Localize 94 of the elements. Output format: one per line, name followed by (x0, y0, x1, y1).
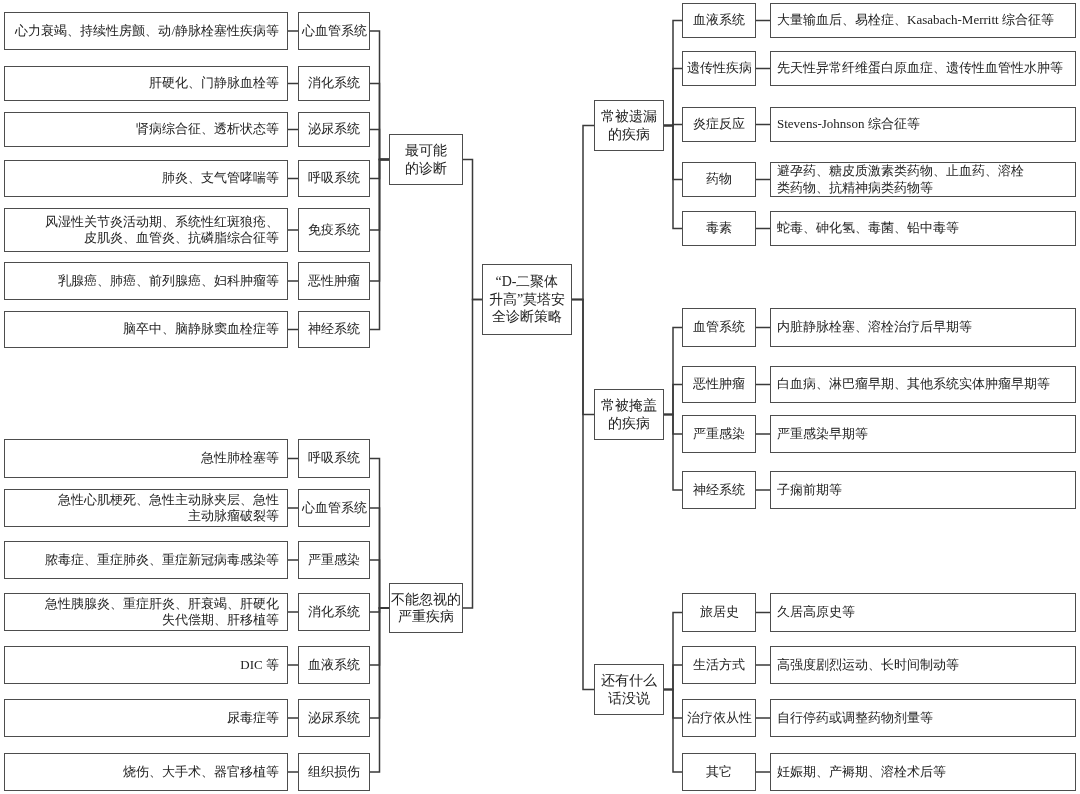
category-box: 恶性肿瘤 (682, 366, 756, 403)
detail-box: 严重感染早期等 (770, 415, 1076, 453)
detail-box: 乳腺癌、肺癌、前列腺癌、妇科肿瘤等 (4, 262, 288, 300)
connector-line (287, 128, 299, 131)
category-box: 泌尿系统 (298, 112, 370, 147)
connector-line (287, 82, 299, 85)
category-box: 血液系统 (298, 646, 370, 684)
connector-line (755, 178, 771, 181)
detail-box: 蛇毒、砷化氢、毒菌、铅中毒等 (770, 211, 1076, 246)
connector-line (287, 507, 299, 509)
detail-box: 脑卒中、脑静脉窦血栓症等 (4, 311, 288, 348)
detail-box: 内脏静脉栓塞、溶栓治疗后早期等 (770, 308, 1076, 347)
connector-line (369, 158, 390, 331)
connector-line (755, 664, 771, 666)
category-box: 泌尿系统 (298, 699, 370, 737)
connector-line (287, 664, 299, 666)
connector-line (287, 717, 299, 719)
detail-box: 大量输血后、易栓症、Kasabach-Merritt 综合征等 (770, 3, 1076, 38)
connector-line (571, 298, 595, 691)
connector-line (287, 457, 299, 460)
connector-line (287, 280, 299, 282)
category-box: 消化系统 (298, 66, 370, 101)
detail-box: 避孕药、糖皮质激素类药物、止血药、溶栓类药物、抗精神病类药物等 (770, 162, 1076, 197)
connector-line (287, 611, 299, 613)
detail-box: 白血病、淋巴瘤早期、其他系统实体肿瘤早期等 (770, 366, 1076, 403)
detail-box: 心力衰竭、持续性房颤、动/静脉栓塞性疾病等 (4, 12, 288, 50)
connector-line (287, 177, 299, 180)
category-box: 治疗依从性 (682, 699, 756, 737)
category-box: 严重感染 (682, 415, 756, 453)
connector-line (755, 383, 771, 386)
connector-line (755, 326, 771, 329)
category-box: 免疫系统 (298, 208, 370, 252)
connector-line (663, 124, 683, 230)
detail-box: 子痫前期等 (770, 471, 1076, 509)
category-box: 炎症反应 (682, 107, 756, 142)
detail-box: 烧伤、大手术、器官移植等 (4, 753, 288, 791)
connector-line (755, 771, 771, 773)
category-box: 神经系统 (682, 471, 756, 509)
connector-line (369, 607, 390, 773)
connector-line (755, 67, 771, 70)
connector-line (663, 413, 683, 491)
connector-line (755, 123, 771, 126)
detail-box: Stevens-Johnson 综合征等 (770, 107, 1076, 142)
detail-box: 急性心肌梗死、急性主动脉夹层、急性主动脉瘤破裂等 (4, 489, 288, 527)
connector-line (287, 229, 299, 231)
detail-box: 久居高原史等 (770, 593, 1076, 632)
category-box: 恶性肿瘤 (298, 262, 370, 300)
category-box: 血液系统 (682, 3, 756, 38)
connector-line (287, 328, 299, 331)
connector-line (462, 298, 483, 609)
category-box: 旅居史 (682, 593, 756, 632)
branch-box: 还有什么话没说 (594, 664, 664, 715)
category-box: 药物 (682, 162, 756, 197)
connector-line (287, 30, 299, 32)
connector-line (755, 611, 771, 614)
detail-box: 脓毒症、重症肺炎、重症新冠病毒感染等 (4, 541, 288, 579)
category-box: 毒素 (682, 211, 756, 246)
connector-line (755, 489, 771, 491)
category-box: 遗传性疾病 (682, 51, 756, 86)
category-box: 其它 (682, 753, 756, 791)
category-box: 心血管系统 (298, 489, 370, 527)
connector-line (755, 717, 771, 719)
detail-box: 肾病综合征、透析状态等 (4, 112, 288, 147)
category-box: 呼吸系统 (298, 439, 370, 478)
connector-line (663, 688, 683, 773)
branch-box: 不能忽视的严重疾病 (389, 583, 463, 633)
detail-box: 急性胰腺炎、重症肝炎、肝衰竭、肝硬化失代偿期、肝移植等 (4, 593, 288, 631)
detail-box: 先天性异常纤维蛋白原血症、遗传性血管性水肿等 (770, 51, 1076, 86)
connector-line (755, 227, 771, 230)
connector-line (755, 19, 771, 22)
category-box: 严重感染 (298, 541, 370, 579)
category-box: 心血管系统 (298, 12, 370, 50)
detail-box: 自行停药或调整药物剂量等 (770, 699, 1076, 737)
category-box: 生活方式 (682, 646, 756, 684)
detail-box: DIC 等 (4, 646, 288, 684)
connector-line (287, 559, 299, 561)
category-box: 神经系统 (298, 311, 370, 348)
central-topic-box: “D-二聚体升高”莫塔安全诊断策略 (482, 264, 572, 335)
branch-box: 常被遗漏的疾病 (594, 100, 664, 151)
detail-box: 高强度剧烈运动、长时间制动等 (770, 646, 1076, 684)
detail-box: 风湿性关节炎活动期、系统性红斑狼疮、皮肌炎、血管炎、抗磷脂综合征等 (4, 208, 288, 252)
detail-box: 尿毒症等 (4, 699, 288, 737)
category-box: 血管系统 (682, 308, 756, 347)
detail-box: 妊娠期、产褥期、溶栓术后等 (770, 753, 1076, 791)
category-box: 消化系统 (298, 593, 370, 631)
category-box: 组织损伤 (298, 753, 370, 791)
connector-line (287, 771, 299, 773)
branch-box: 常被掩盖的疾病 (594, 389, 664, 440)
detail-box: 肝硬化、门静脉血栓等 (4, 66, 288, 101)
branch-box: 最可能的诊断 (389, 134, 463, 185)
connector-line (755, 433, 771, 435)
detail-box: 急性肺栓塞等 (4, 439, 288, 478)
detail-box: 肺炎、支气管哮喘等 (4, 160, 288, 197)
category-box: 呼吸系统 (298, 160, 370, 197)
